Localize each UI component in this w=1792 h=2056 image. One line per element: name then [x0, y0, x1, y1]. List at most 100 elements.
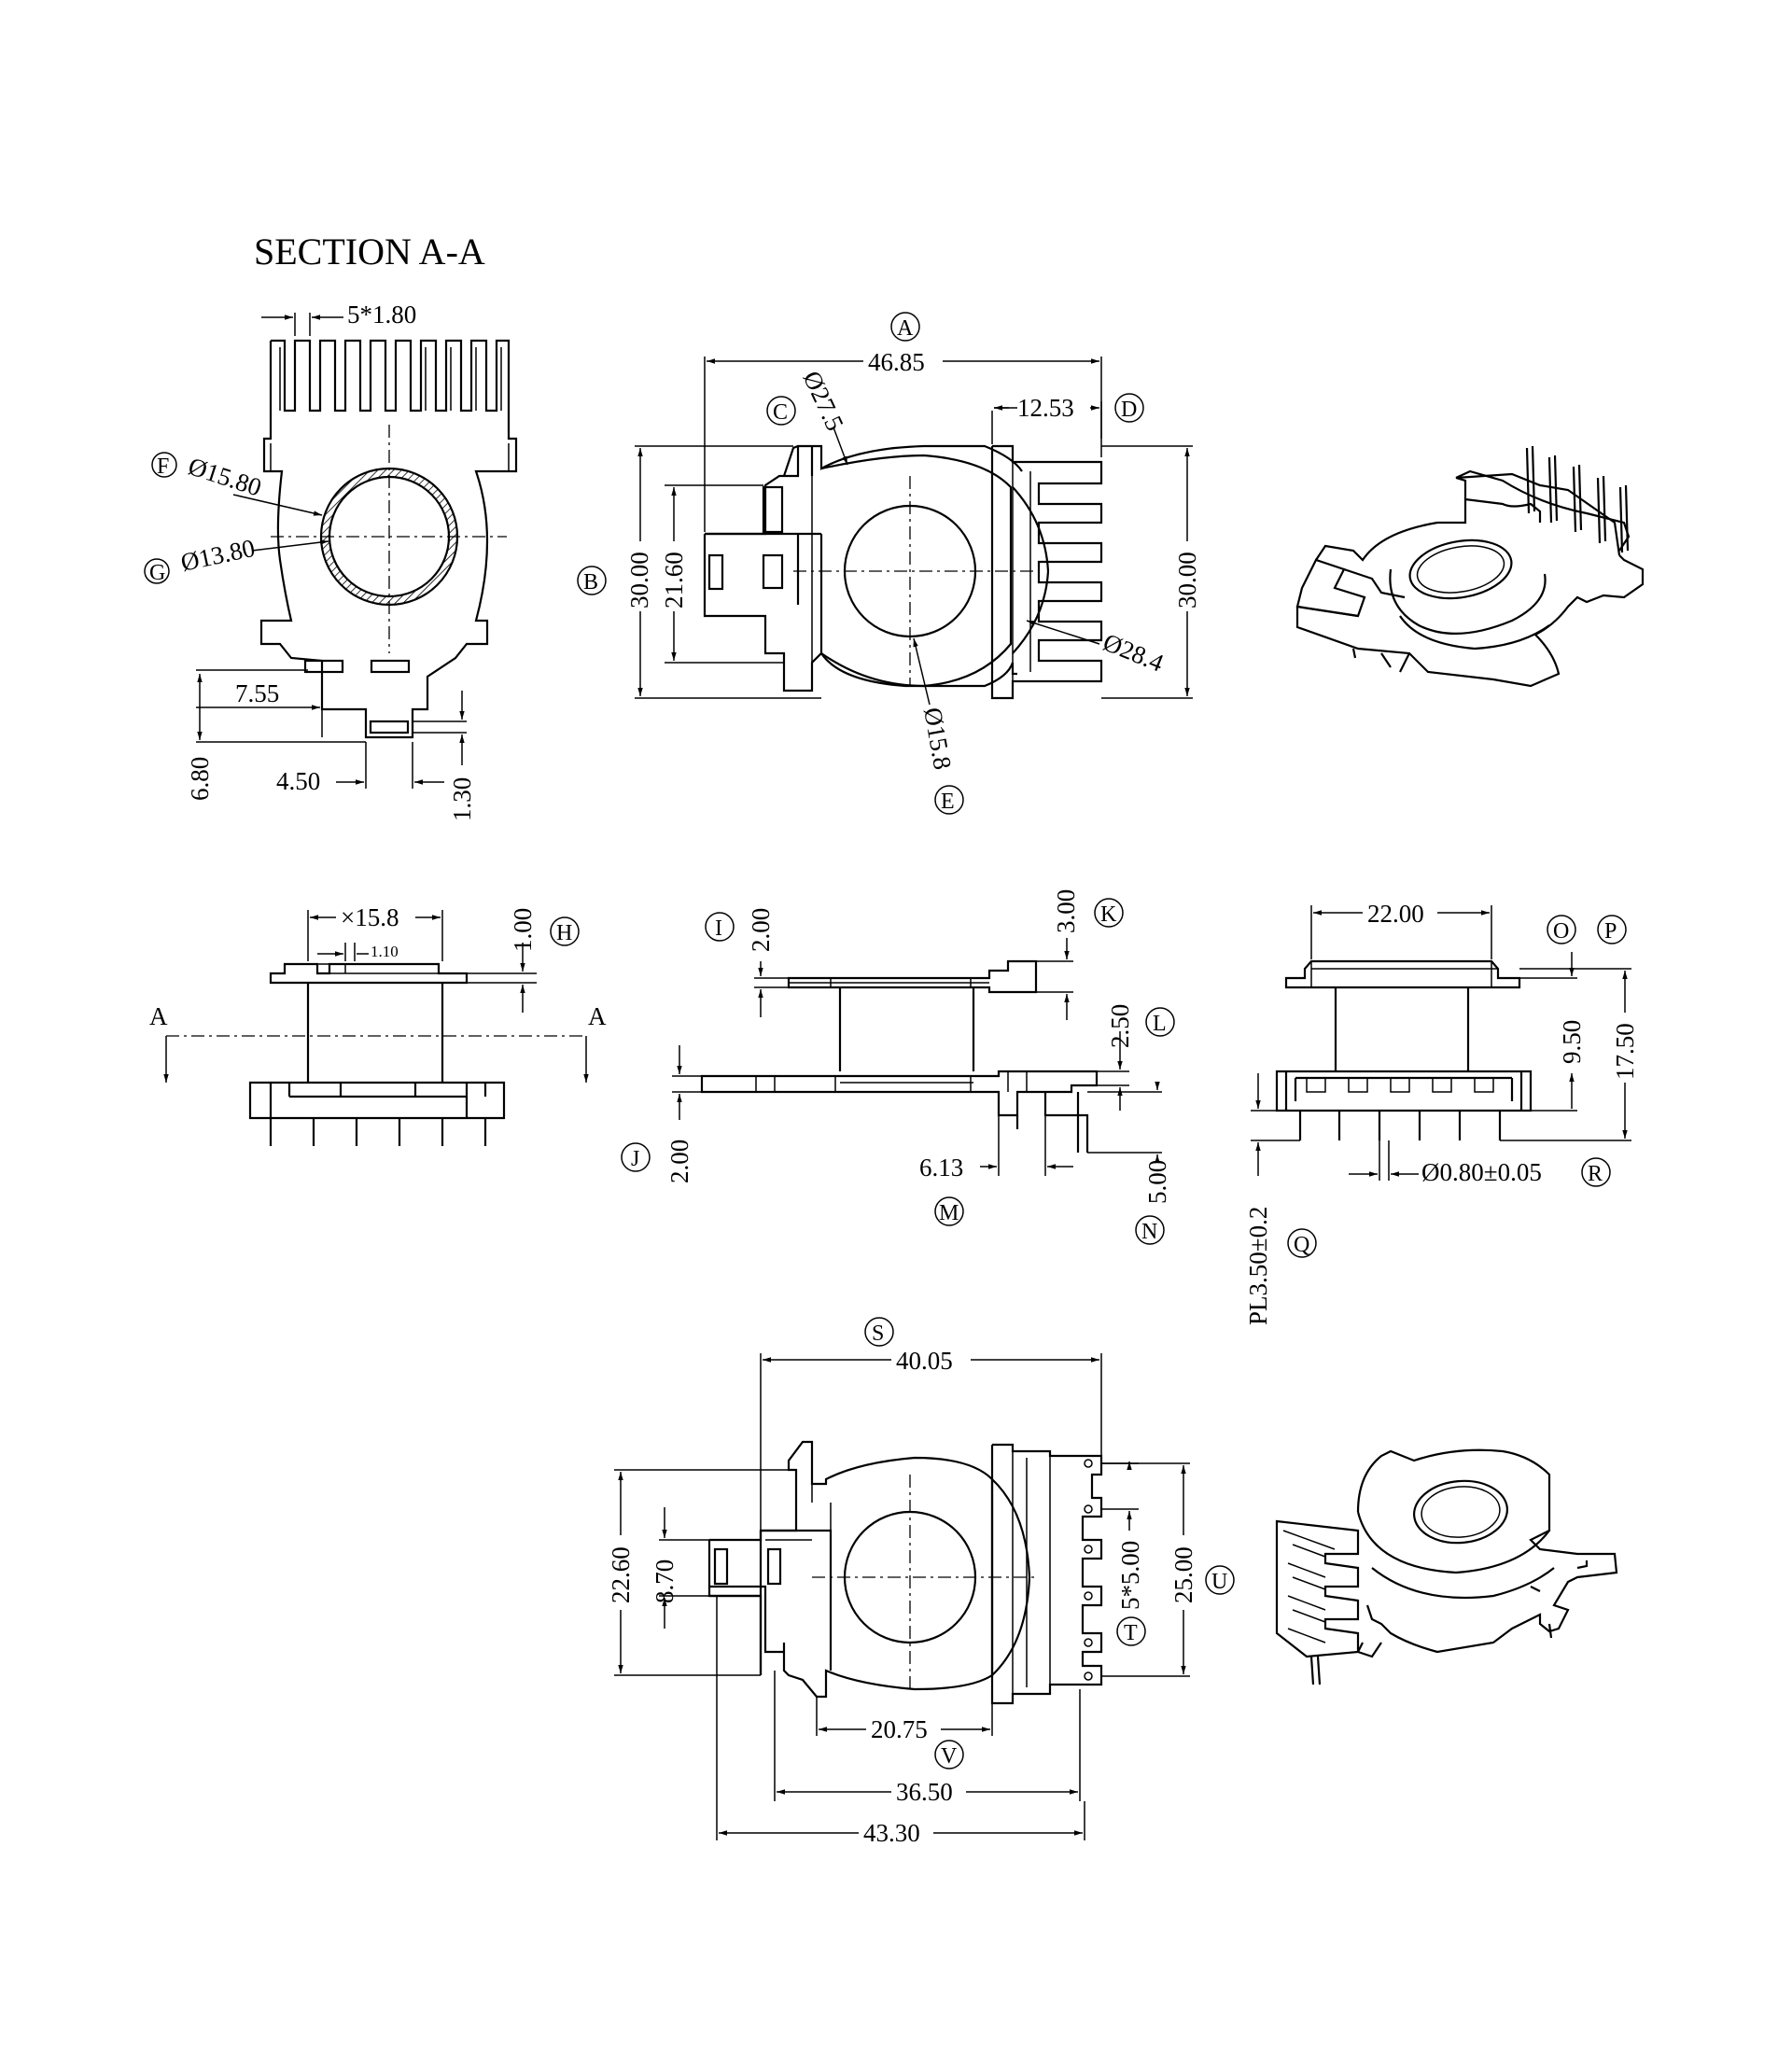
svg-text:F: F — [157, 455, 169, 479]
label-f: F — [151, 452, 177, 479]
svg-text:J: J — [631, 1147, 639, 1171]
svg-text:A: A — [897, 316, 914, 341]
isometric-view-top — [1295, 445, 1645, 688]
section-slot — [303, 659, 344, 674]
label-i: I — [705, 912, 735, 942]
bottom-view-slot — [766, 1547, 782, 1586]
dim-right-len: 12.53 — [1017, 394, 1074, 422]
bottom-view-body-outline — [759, 1440, 994, 1699]
end-view-top-flange — [1284, 959, 1521, 989]
dim-7-55: 7.55 — [235, 679, 279, 707]
side-view-bottom-plate — [700, 1070, 1099, 1117]
section-comb-teeth — [262, 339, 518, 443]
svg-text:I: I — [715, 916, 722, 941]
dim-small-gap: 1.10 — [371, 943, 399, 960]
svg-text:C: C — [773, 400, 788, 425]
front-view: A A ×15.8 1.10 1.00 H — [149, 903, 607, 1146]
label-e: E — [934, 785, 964, 815]
dim-inner-dia-section: Ø13.80 — [178, 534, 258, 577]
dim-top-t: 2.00 — [747, 908, 775, 952]
section-a-left: A — [149, 1002, 168, 1030]
svg-text:D: D — [1121, 398, 1137, 422]
dim-wind-h: 9.50 — [1558, 1020, 1586, 1064]
dim-inner-h-top: 21.60 — [660, 552, 688, 608]
label-b: B — [577, 566, 607, 595]
label-u: U — [1205, 1565, 1235, 1595]
top-view-slot — [762, 485, 784, 534]
section-slot — [369, 720, 410, 734]
svg-text:T: T — [1124, 1621, 1138, 1645]
dim-bot-t: 2.00 — [665, 1140, 693, 1183]
label-q: Q — [1287, 1228, 1317, 1258]
dim-width-bottom: 40.05 — [896, 1347, 953, 1375]
section-title: SECTION A-A — [254, 231, 485, 273]
dim-inner-h-bottom: 8.70 — [651, 1559, 679, 1603]
dim-gap: 2.50 — [1106, 1004, 1134, 1048]
label-l: L — [1145, 1007, 1175, 1037]
svg-text:H: H — [556, 921, 572, 945]
label-n: N — [1135, 1215, 1165, 1245]
label-m: M — [934, 1196, 964, 1226]
label-p: P — [1597, 915, 1627, 944]
dim-43-30: 43.30 — [863, 1819, 920, 1847]
dim-flange-t: 1.00 — [509, 908, 537, 952]
svg-text:U: U — [1211, 1570, 1227, 1594]
dim-1-30: 1.30 — [448, 777, 476, 821]
end-view: 22.00 O P 9.50 17.50 Ø0.80±0.05 R P — [1244, 898, 1639, 1325]
svg-text:M: M — [939, 1201, 959, 1225]
dim-6-80: 6.80 — [186, 757, 214, 801]
top-view-comb — [990, 444, 1103, 700]
dim-36-50: 36.50 — [896, 1778, 953, 1806]
label-j: J — [621, 1142, 651, 1172]
dim-flange-dia: Ø27.5 — [798, 367, 849, 435]
dim-pitch-section: 5*1.80 — [347, 301, 416, 329]
label-k: K — [1094, 898, 1124, 928]
label-o: O — [1547, 915, 1576, 944]
dim-slot-dia: Ø28.4 — [1099, 628, 1169, 678]
dim-pin-dia: Ø0.80±0.05 — [1421, 1158, 1542, 1186]
top-view-slot — [707, 553, 724, 591]
label-h: H — [550, 916, 580, 946]
svg-text:P: P — [1604, 919, 1617, 944]
label-g: G — [144, 558, 170, 585]
svg-text:L: L — [1153, 1012, 1167, 1036]
dim-20-75: 20.75 — [871, 1715, 928, 1743]
dim-height-top-right: 30.00 — [1173, 552, 1201, 608]
svg-text:K: K — [1100, 902, 1117, 927]
dim-bore-front: ×15.8 — [341, 903, 399, 931]
svg-text:O: O — [1553, 919, 1569, 944]
front-view-bottom-flange — [248, 1081, 506, 1120]
dim-height-bottom-right: 25.00 — [1169, 1546, 1197, 1603]
side-view-top-plate — [787, 959, 1038, 994]
dim-pin-len-side: 5.00 — [1143, 1160, 1171, 1204]
bottom-view-comb — [990, 1443, 1103, 1705]
dim-4-50: 4.50 — [276, 767, 320, 795]
svg-text:V: V — [941, 1744, 958, 1769]
svg-text:R: R — [1588, 1162, 1603, 1186]
dim-height-bottom-left: 22.60 — [607, 1546, 635, 1603]
dim-width-top: 46.85 — [868, 348, 925, 376]
section-view: 5*1.80 F Ø15.80 G Ø13.80 7.55 6.80 4.50 — [144, 301, 518, 821]
label-r: R — [1581, 1157, 1611, 1187]
section-a-right: A — [588, 1002, 607, 1030]
label-t: T — [1116, 1616, 1146, 1646]
dim-total-h: 17.50 — [1611, 1023, 1639, 1080]
svg-text:B: B — [583, 570, 598, 594]
svg-text:E: E — [941, 790, 955, 814]
dim-outer-dia-section: Ø15.80 — [185, 452, 265, 501]
bottom-view-slot — [713, 1547, 729, 1586]
dim-pin-pitch: 5*5.00 — [1116, 1541, 1144, 1610]
dim-height-top-left: 30.00 — [625, 552, 653, 608]
label-c: C — [766, 396, 796, 426]
top-view: 46.85 A C Ø27.5 12.53 D 30.00 B — [577, 312, 1202, 815]
svg-text:G: G — [149, 561, 165, 585]
label-d: D — [1114, 393, 1144, 423]
isometric-view-bottom — [1275, 1448, 1618, 1685]
top-view-flange-outline — [820, 454, 1013, 688]
bottom-view: 40.05 S 22.60 8.70 5*5.00 T 25.00 U — [607, 1317, 1235, 1847]
dim-tab-w: 6.13 — [919, 1154, 963, 1182]
top-view-slot — [762, 553, 784, 590]
side-view: 2.00 I 3.00 K 2.50 L 2.00 J — [621, 889, 1175, 1245]
dim-width-end: 22.00 — [1367, 900, 1424, 928]
